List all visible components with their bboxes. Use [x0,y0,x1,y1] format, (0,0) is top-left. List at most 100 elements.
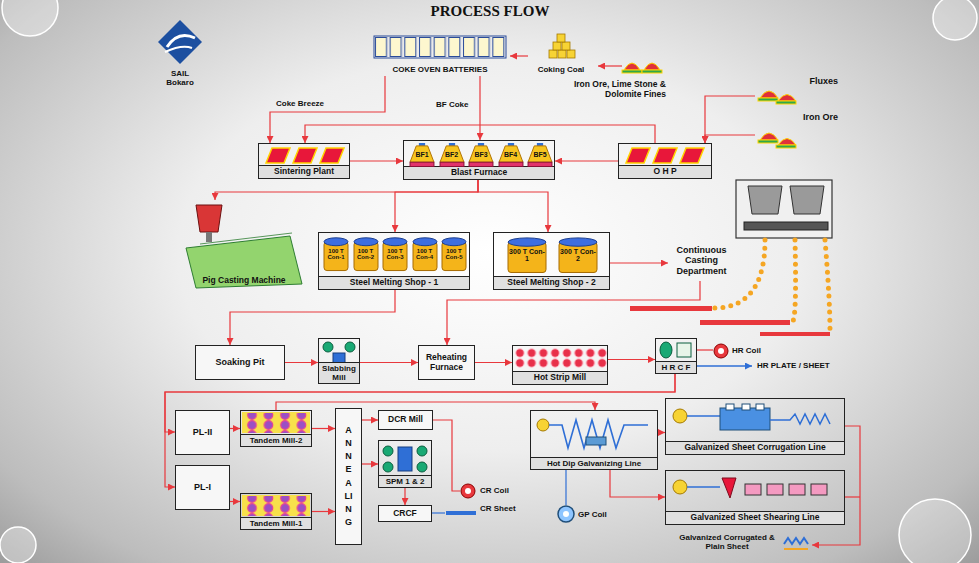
product-label: HR PLATE / SHEET [757,361,830,370]
converter-unit: 300 T Con-2 [558,236,598,274]
flow-arrow [608,359,655,360]
pickling-line: PL-II [175,410,230,455]
figure-part [553,42,561,50]
figure-part [660,342,672,358]
node-label: BF5 [532,151,547,158]
finishing-unit: H R C F [655,338,697,374]
figure-part [899,499,971,563]
flow-arrow [362,419,378,420]
figure-part [626,148,650,163]
flow-arrow [350,160,403,161]
node-label: 100 T Con-2 [353,248,379,261]
slabbing-mill: Slabbing Mill [318,338,360,384]
node-label: Blast Furnace [404,166,554,179]
figure-part [374,36,506,58]
figure-group [622,63,796,148]
figure-part [687,415,720,417]
furnace-unit: BF4 [498,143,524,167]
node-label: Slabbing Mill [319,362,359,383]
figure-part [558,50,566,58]
figure-part [565,470,566,505]
figure-part [567,50,575,58]
coke-oven-battery: COKE OVEN BATTERIES [370,32,510,76]
node-label: BF3 [473,151,488,158]
annealing-box: ANNEALING [335,408,362,545]
figure-part [562,42,570,50]
node-label: O H P [619,165,711,178]
furnace-unit: BF5 [527,143,553,167]
flow-arrow [215,180,478,200]
product-label: GP Coil [578,510,607,519]
process-box: CRCF [378,505,432,522]
node-label: BF1 [414,151,429,158]
flow-label: BF Coke [436,100,468,109]
figure-part [537,419,549,431]
figure-part [760,91,778,98]
converter-mouth [383,238,407,246]
furnace-hearth [528,162,552,166]
figure-part [244,413,310,433]
figure-part [726,404,734,410]
figure-part [433,420,460,491]
figure-part [736,180,832,238]
flow-arrow [285,362,318,363]
caster-label: Continuous Casting Department [668,245,735,281]
process-box: Reheating Furnace [418,345,475,380]
process-box: DCR Mill [378,410,433,430]
flow-arrow [230,501,240,502]
diagram-title: PROCESS FLOW [390,3,590,20]
figure-group [244,496,310,516]
converter-unit: 100 T Con-4 [412,236,438,272]
furnace-hearth [440,162,464,166]
figure-part [697,365,752,366]
figure-part [622,70,642,73]
figure-group [714,240,830,332]
flow-arrow [230,290,395,345]
flow-arrow [360,362,418,363]
figure-part [549,50,557,58]
figure-part [432,512,445,513]
node-label: Tandem Mill-2 [241,434,311,446]
figure-part [811,484,827,495]
figure-part [784,548,808,550]
figure-part [784,538,808,544]
figure-part [158,20,202,64]
node-label: PL-II [179,427,226,437]
figure-part [758,98,778,101]
node-label: Reheating Furnace [422,353,471,373]
figure-part [165,47,192,52]
node-label: Steel Melting Shop - 1 [319,276,469,289]
figure-part [760,133,778,140]
flow-arrow [555,160,618,161]
figure-part [167,35,195,47]
figure-part [714,344,728,358]
furnace-body [528,146,552,162]
node-label: Tandem Mill-1 [241,517,311,529]
figure-part [242,495,310,516]
figure-part [293,148,317,163]
node-label: 100 T Con-5 [441,248,467,261]
figure-part [687,486,720,488]
product-label: SAIL Bokaro [158,69,202,87]
product-label: Galvanized Corrugated & Plain Sheet [672,533,782,551]
steel-melting-shop: Steel Melting Shop - 2300 T Con-1300 T C… [493,232,610,290]
figure-part [718,348,724,354]
node-label: Soaking Pit [199,357,281,367]
node-label: ANNEALING [344,424,353,528]
furnace-hearth [499,162,523,166]
flow-label: Iron Ore, Lime Stone & Dolomite Fines [556,80,666,100]
figure-part [323,342,333,352]
converter-unit: 100 T Con-5 [441,236,467,272]
flow-arrow [610,470,665,497]
node-label: BF2 [444,151,459,158]
furnace-body [469,146,493,162]
galvanizing-line: Hot Dip Galvanizing Line [530,410,658,470]
figure-part [598,65,622,66]
figure-group [549,34,575,58]
node-label: 100 T Con-4 [412,248,438,261]
figure-part [557,34,565,42]
blast-furnace: Blast Furnace BF1 BF2 BF3 BF4 BF5 [403,140,555,180]
node-label: PL-I [179,482,226,492]
figure-part [825,240,830,332]
figure-part [792,240,796,322]
